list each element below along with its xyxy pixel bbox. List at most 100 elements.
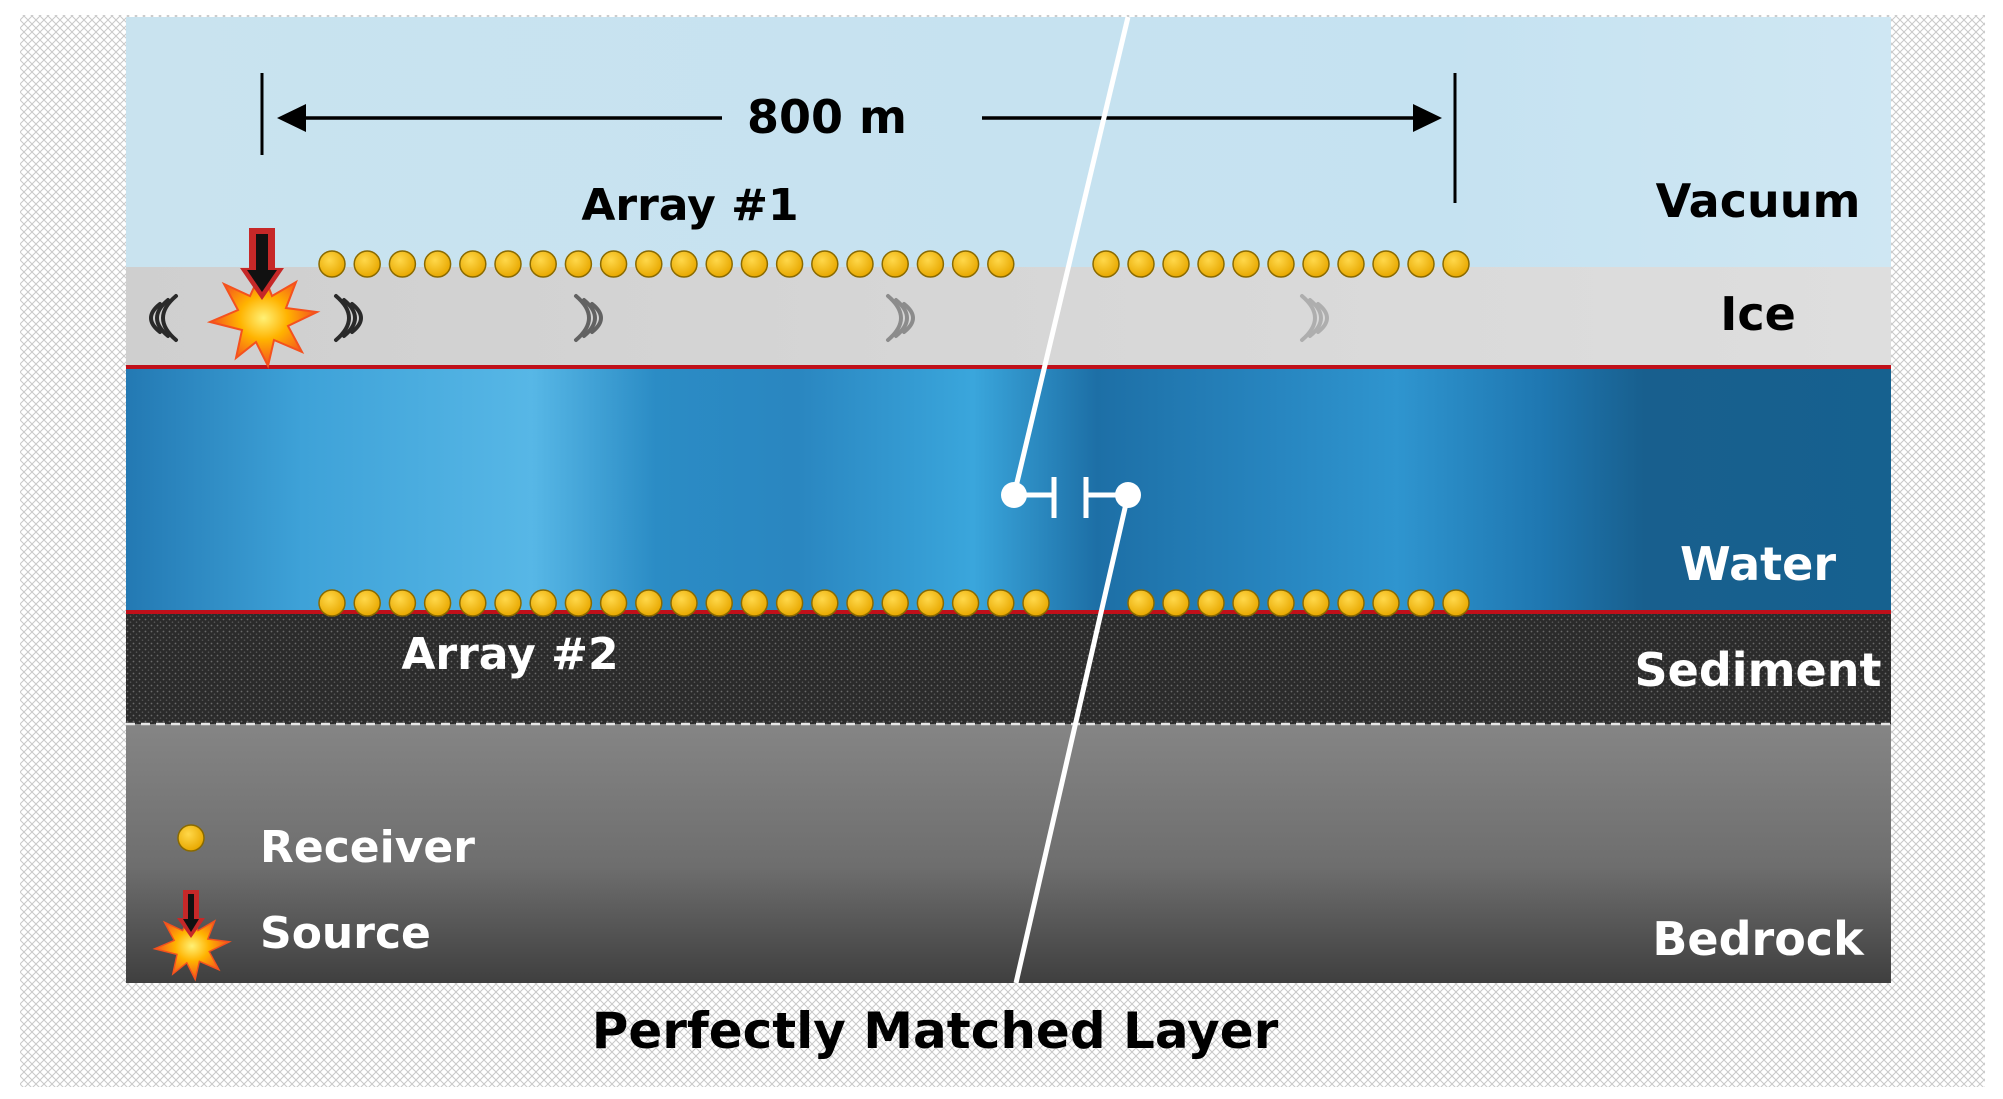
receiver-dot-icon xyxy=(951,589,980,617)
receiver-dot-icon xyxy=(951,250,980,278)
receiver-dot-icon xyxy=(1197,250,1225,278)
cut-node-left xyxy=(1001,482,1027,508)
layer-label-bedrock: Bedrock xyxy=(1652,912,1865,966)
receiver-dot-icon xyxy=(1372,250,1400,278)
wave-arc-icon xyxy=(1300,294,1329,342)
receiver-dot-icon xyxy=(670,250,698,278)
receiver-dot-icon xyxy=(1127,250,1155,278)
receiver-dot-icon xyxy=(564,589,593,617)
array2-label: Array #2 xyxy=(401,629,618,680)
receiver-dot-icon xyxy=(881,589,909,617)
receiver-dot-icon xyxy=(459,589,487,617)
layer-label-ice: Ice xyxy=(1720,287,1796,341)
receiver-dot-icon xyxy=(529,250,557,278)
receiver-group-left xyxy=(318,250,1015,278)
receiver-dot-icon xyxy=(1407,250,1435,278)
receiver-dot-icon xyxy=(1372,589,1400,617)
receiver-array-2 xyxy=(318,589,1470,617)
receiver-dot-icon xyxy=(1302,589,1330,617)
receiver-dot-icon xyxy=(1162,250,1190,278)
receiver-dot-icon xyxy=(459,250,487,278)
receiver-dot-icon xyxy=(1092,250,1120,278)
explosion-source-icon xyxy=(206,267,321,369)
source-arrow-icon xyxy=(240,228,284,300)
receiver-dot-icon xyxy=(740,589,769,617)
layer-label-vacuum: Vacuum xyxy=(1656,174,1861,228)
arrow-left-icon xyxy=(277,104,306,132)
receiver-dot-icon xyxy=(987,250,1015,278)
receiver-dot-icon xyxy=(1407,589,1435,617)
layer-label-sediment: Sediment xyxy=(1635,643,1882,697)
receiver-dot-icon xyxy=(423,250,452,278)
receiver-dot-icon xyxy=(353,589,381,617)
cut-line-upper xyxy=(1011,16,1131,496)
receiver-dot-icon xyxy=(916,250,945,278)
receiver-dot-icon xyxy=(1162,589,1190,617)
receiver-dot-icon xyxy=(388,250,417,278)
wave-arc-icon xyxy=(574,294,603,342)
scale-label: 800 m xyxy=(747,90,907,144)
wave-arcs xyxy=(149,294,1329,342)
legend-source-label: Source xyxy=(260,908,431,959)
receiver-dot-icon xyxy=(177,824,205,852)
ice-layer xyxy=(126,267,1891,367)
receiver-dot-icon xyxy=(1127,589,1155,617)
receiver-dot-icon xyxy=(811,589,839,617)
receiver-dot-icon xyxy=(705,250,733,278)
layer-stack xyxy=(126,17,1891,983)
legend: Receiver Source xyxy=(152,822,475,982)
array1-label: Array #1 xyxy=(581,180,798,231)
receiver-dot-icon xyxy=(987,589,1015,617)
receiver-dot-icon xyxy=(1337,589,1365,617)
cut-node-right xyxy=(1115,482,1141,508)
receiver-group-right xyxy=(1127,589,1470,617)
receiver-dot-icon xyxy=(1267,589,1295,617)
receiver-dot-icon xyxy=(1442,250,1470,278)
scale-bar: 800 m xyxy=(260,73,1457,203)
receiver-dot-icon xyxy=(599,250,628,278)
pml-label: Perfectly Matched Layer xyxy=(592,1002,1279,1060)
receiver-dot-icon xyxy=(353,250,381,278)
receiver-dot-icon xyxy=(1337,250,1365,278)
receiver-group-left xyxy=(318,589,1050,617)
layer-label-water: Water xyxy=(1680,537,1836,591)
receiver-dot-icon xyxy=(775,250,804,278)
receiver-dot-icon xyxy=(423,589,452,617)
receiver-dot-icon xyxy=(635,250,663,278)
receiver-array-1 xyxy=(318,250,1470,278)
receiver-dot-icon xyxy=(494,589,522,617)
receiver-dot-icon xyxy=(318,589,346,617)
legend-receiver-label: Receiver xyxy=(260,822,475,873)
sediment-layer xyxy=(126,612,1891,724)
wave-arc-icon xyxy=(334,294,363,342)
receiver-dot-icon xyxy=(775,589,804,617)
cut-line-lower xyxy=(1013,494,1131,984)
receiver-dot-icon xyxy=(1442,589,1470,617)
receiver-dot-icon xyxy=(599,589,628,617)
receiver-dot-icon xyxy=(740,250,769,278)
receiver-group-right xyxy=(1092,250,1470,278)
source-arrow-icon xyxy=(177,890,205,938)
receiver-dot-icon xyxy=(1232,250,1260,278)
receiver-dot-icon xyxy=(1267,250,1295,278)
receiver-dot-icon xyxy=(811,250,839,278)
arrow-right-icon xyxy=(1413,104,1442,132)
receiver-dot-icon xyxy=(529,589,557,617)
receiver-dot-icon xyxy=(705,589,733,617)
pml-cut-line xyxy=(1001,16,1141,984)
receiver-dot-icon xyxy=(846,589,874,617)
receiver-dot-icon xyxy=(1197,589,1225,617)
bedrock-layer xyxy=(126,724,1891,983)
receiver-dot-icon xyxy=(318,250,346,278)
receiver-dot-icon xyxy=(846,250,874,278)
receiver-dot-icon xyxy=(564,250,593,278)
receiver-dot-icon xyxy=(881,250,909,278)
vacuum-layer xyxy=(126,17,1891,267)
receiver-dot-icon xyxy=(1302,250,1330,278)
receiver-dot-icon xyxy=(916,589,945,617)
receiver-dot-icon xyxy=(670,589,698,617)
receiver-dot-icon xyxy=(635,589,663,617)
receiver-dot-icon xyxy=(1022,589,1050,617)
receiver-dot-icon xyxy=(388,589,417,617)
